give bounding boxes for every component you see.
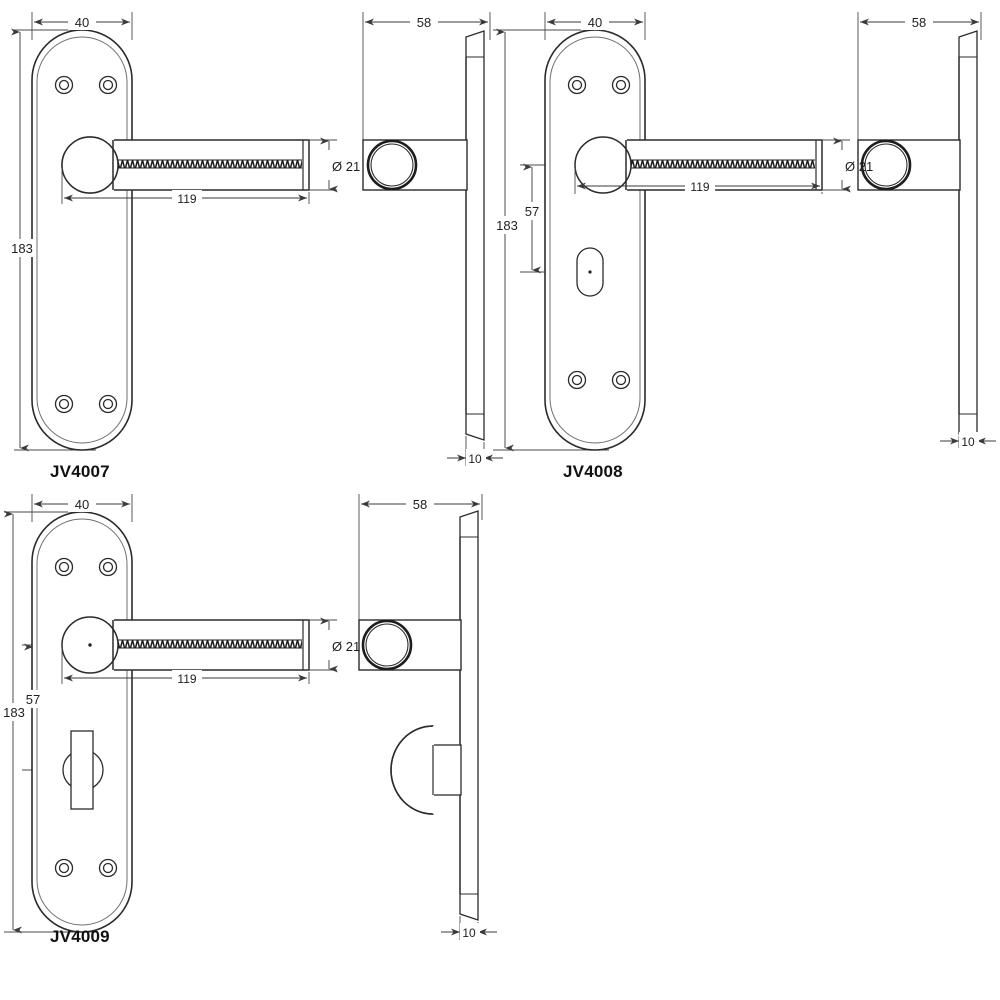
part-jv4009-front-view xyxy=(4,494,338,934)
dim-119-jv4009: 119 xyxy=(177,672,196,686)
part-label-jv4007: JV4007 xyxy=(50,462,110,481)
dim-58-jv4009: 58 xyxy=(413,497,427,512)
dim-57-jv4008: 57 xyxy=(525,204,539,219)
dim-10-jv4008: 10 xyxy=(961,435,975,449)
lever-end-view xyxy=(362,139,468,191)
dim-10-jv4009: 10 xyxy=(462,926,476,940)
fixing-hole xyxy=(567,370,587,390)
part-jv4008-side-view xyxy=(857,12,996,448)
fixing-hole xyxy=(611,75,631,95)
fixing-hole xyxy=(98,394,118,414)
backplate-edge-profile xyxy=(958,30,978,441)
dim-183-jv4007: 183 xyxy=(11,241,33,256)
fixing-hole xyxy=(567,75,587,95)
dim-10-jv4007: 10 xyxy=(468,452,482,466)
knurled-grip xyxy=(631,159,815,169)
backplate-edge-profile xyxy=(465,30,485,441)
fixing-hole xyxy=(54,858,74,878)
knurled-grip xyxy=(118,639,302,649)
fixing-hole xyxy=(98,75,118,95)
knurled-grip xyxy=(118,159,302,169)
lever-end-view xyxy=(358,619,462,671)
fixing-hole xyxy=(54,394,74,414)
fixing-hole xyxy=(98,557,118,577)
fixing-hole xyxy=(98,858,118,878)
dim-40-jv4007: 40 xyxy=(75,15,89,30)
lever-end-view xyxy=(857,139,961,191)
dim-d21-jv4008: Ø 21 xyxy=(845,159,873,174)
thumbturn-cutout xyxy=(62,730,104,810)
dim-183-jv4008: 183 xyxy=(496,218,518,233)
dim-119-jv4007: 119 xyxy=(177,192,196,206)
fixing-hole xyxy=(611,370,631,390)
part-jv4007-side-view xyxy=(362,12,503,466)
dim-57-jv4009: 57 xyxy=(26,692,40,707)
dim-119-jv4008: 119 xyxy=(690,180,709,194)
euro-keyhole-cutout xyxy=(576,247,604,297)
dim-40-jv4009: 40 xyxy=(75,497,89,512)
lever-handle xyxy=(574,136,823,194)
lever-handle xyxy=(61,136,310,194)
part-jv4009-side-view xyxy=(358,494,497,940)
dim-58-jv4008: 58 xyxy=(912,15,926,30)
fixing-hole xyxy=(54,75,74,95)
thumbturn-side-profile xyxy=(390,725,462,815)
dim-183-jv4009: 183 xyxy=(3,705,25,720)
dim-58-jv4007: 58 xyxy=(417,15,431,30)
backplate-edge-profile xyxy=(459,510,479,921)
part-jv4008-front-view xyxy=(493,12,851,452)
part-label-jv4008: JV4008 xyxy=(563,462,623,481)
lever-handle xyxy=(61,616,310,674)
dim-d21-jv4007: Ø 21 xyxy=(332,159,360,174)
part-jv4007-front-view xyxy=(11,12,338,452)
dim-40-jv4008: 40 xyxy=(588,15,602,30)
fixing-hole xyxy=(54,557,74,577)
dimension-text-layer: 40 183 119 Ø 21 58 10 40 183 57 119 Ø 21… xyxy=(2,13,979,940)
dim-d21-jv4009: Ø 21 xyxy=(332,639,360,654)
part-label-jv4009: JV4009 xyxy=(50,927,110,946)
